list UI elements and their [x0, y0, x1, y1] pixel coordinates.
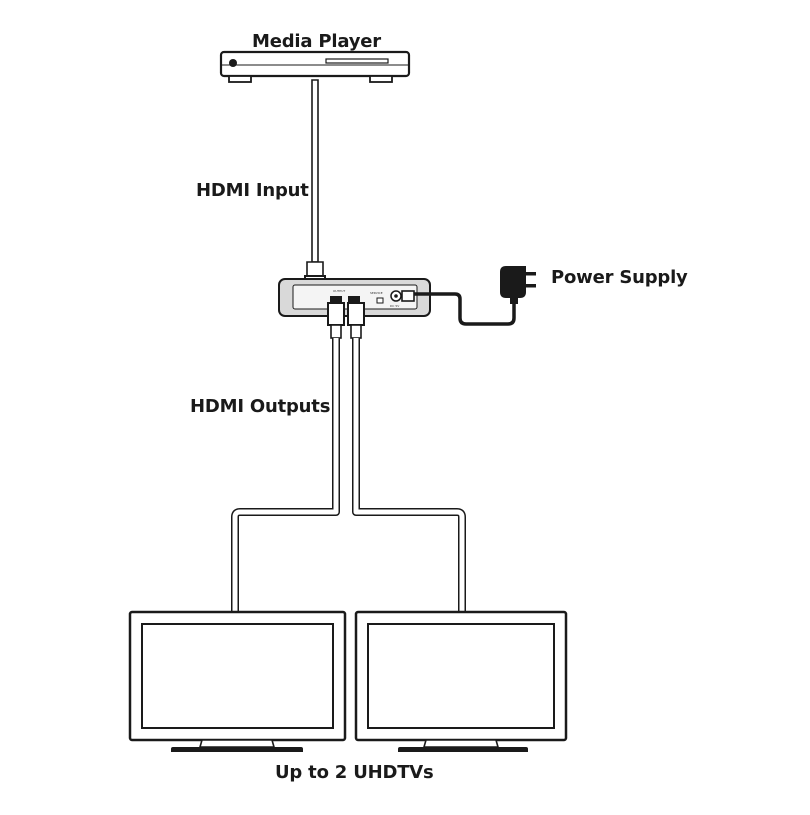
uhdtvs-label: Up to 2 UHDTVs [275, 762, 434, 783]
power-supply-label: Power Supply [551, 267, 688, 288]
hdmi-input-label: HDMI Input [196, 180, 309, 201]
media-player-label: Media Player [252, 31, 381, 52]
hdmi-outputs-label: HDMI Outputs [190, 396, 331, 417]
service-port-label: SERVICE [370, 291, 383, 295]
dc-in-label: DC 5V [390, 304, 400, 308]
tv-icon [354, 610, 568, 752]
power-adapter-icon [500, 266, 536, 304]
power-cable [401, 290, 516, 326]
tv-icon [128, 610, 347, 752]
media-player-icon [219, 50, 411, 83]
output-port-label: OUTPUT [333, 289, 345, 293]
hdmi-output-cables [231, 338, 466, 614]
hdmi-output-connectors [327, 302, 365, 339]
splitter-icon: OUTPUT SERVICE DC 5V [278, 278, 431, 317]
